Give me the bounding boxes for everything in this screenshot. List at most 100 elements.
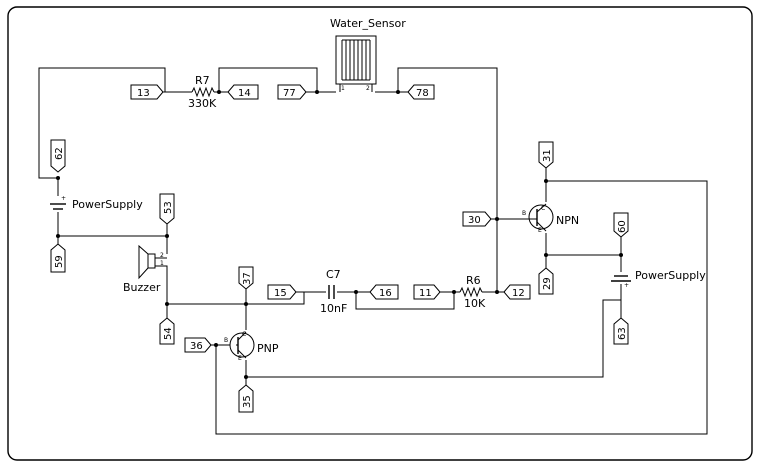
r6-value: 10K	[464, 297, 486, 310]
junction-dot	[56, 176, 60, 180]
net-tag-29[interactable]: 29	[538, 267, 554, 295]
junction-dot	[619, 253, 623, 257]
net-tag-77-text: 77	[283, 88, 296, 99]
c7-ref: C7	[326, 268, 341, 281]
r6-zigzag	[459, 286, 483, 298]
net-tag-16[interactable]: 16	[369, 284, 399, 300]
net-tag-62-text: 62	[54, 147, 65, 160]
water-sensor-label: Water_Sensor	[330, 17, 406, 30]
r6-ref: R6	[466, 274, 481, 287]
net-tag-78[interactable]: 78	[407, 84, 435, 100]
pnp-pin-c: C	[242, 331, 246, 338]
junction-dot	[396, 90, 400, 94]
junctions	[56, 90, 623, 379]
net-tag-54[interactable]: 54	[159, 317, 175, 345]
junction-dot	[544, 253, 548, 257]
junction-dot	[165, 234, 169, 238]
wire-pnp-psu	[246, 299, 621, 378]
capacitor-c7[interactable]: C7 10nF	[320, 268, 347, 315]
r7-value: 330K	[188, 97, 217, 110]
net-tag-63-text: 63	[617, 327, 628, 340]
net-tag-16-text: 16	[379, 288, 392, 299]
junction-dot	[56, 234, 60, 238]
junction-dot	[165, 302, 169, 306]
npn-pin-b: B	[522, 210, 526, 217]
c7-value: 10nF	[320, 302, 347, 315]
net-tag-31[interactable]: 31	[538, 141, 554, 169]
buzzer-pin-1: 1	[160, 260, 164, 267]
wire-buzzer-pnp	[160, 265, 267, 305]
transistor-npn[interactable]: B C E NPN	[522, 203, 579, 234]
resistor-r6[interactable]: R6 10K	[459, 274, 486, 310]
net-tag-36[interactable]: 36	[184, 337, 212, 353]
net-tag-30[interactable]: 30	[462, 211, 492, 227]
junction-dot	[354, 290, 358, 294]
wire-r7-sensor	[218, 67, 318, 92]
net-tag-15[interactable]: 15	[267, 284, 297, 300]
net-tag-78-text: 78	[416, 88, 429, 99]
net-tag-63[interactable]: 63	[613, 317, 629, 345]
r7-ref: R7	[195, 74, 210, 87]
net-tag-35-text: 35	[242, 395, 253, 408]
net-tag-14-text: 14	[238, 88, 251, 99]
net-tag-36-text: 36	[190, 341, 203, 352]
psu-right-plus: +	[624, 282, 629, 289]
net-tag-29-text: 29	[542, 277, 553, 290]
net-tag-30-text: 30	[468, 215, 481, 226]
power-supply-left[interactable]: + PowerSupply	[50, 195, 143, 211]
net-tag-12-text: 12	[512, 288, 525, 299]
net-tag-12[interactable]: 12	[503, 284, 531, 300]
psu-right-label: PowerSupply	[635, 269, 706, 282]
wire-npn-emitter	[545, 233, 621, 256]
pin-1-label: 1	[341, 85, 345, 92]
junction-dot	[495, 217, 499, 221]
net-tag-53[interactable]: 53	[159, 193, 175, 225]
net-tag-14[interactable]: 14	[227, 84, 259, 100]
net-tag-54-text: 54	[163, 327, 174, 340]
npn-pin-c: C	[541, 205, 545, 212]
net-tag-60-text: 60	[617, 220, 628, 233]
net-tag-59-text: 59	[54, 255, 65, 268]
net-tag-60[interactable]: 60	[613, 212, 629, 238]
junction-dot	[214, 343, 218, 347]
npn-label: NPN	[556, 214, 579, 227]
net-tag-37-text: 37	[242, 272, 253, 285]
buzzer-pin-2: 2	[160, 252, 164, 259]
power-supply-right[interactable]: + PowerSupply	[611, 269, 706, 289]
resistor-r7[interactable]: R7 330K	[188, 74, 217, 110]
net-tags: 13 14 77 78 15 16 11 12	[50, 84, 629, 413]
wire-sensor-78-right	[375, 67, 498, 255]
transistor-pnp[interactable]: B C E PNP	[224, 331, 279, 362]
npn-pin-e: E	[538, 227, 542, 234]
water-sensor[interactable]: Water_Sensor 1 2	[330, 17, 406, 92]
junction-dot	[244, 302, 248, 306]
pnp-pin-b: B	[224, 337, 228, 344]
net-tag-53-text: 53	[163, 201, 174, 214]
junction-dot	[495, 290, 499, 294]
net-tag-11[interactable]: 11	[413, 284, 441, 300]
pnp-pin-e: E	[238, 355, 242, 362]
net-tag-15-text: 15	[274, 288, 287, 299]
junction-dot	[244, 375, 248, 379]
buzzer-label: Buzzer	[123, 281, 161, 294]
wire-c7-loop	[355, 292, 455, 310]
net-tag-31-text: 31	[542, 149, 553, 162]
net-tag-37[interactable]: 37	[238, 266, 254, 290]
junction-dot	[217, 90, 221, 94]
junction-dot	[544, 179, 548, 183]
net-tag-59[interactable]: 59	[50, 243, 66, 273]
buzzer[interactable]: 2 1 Buzzer	[123, 244, 167, 294]
water-sensor-body	[335, 35, 377, 85]
net-tag-35[interactable]: 35	[238, 384, 254, 413]
pin-2-label: 2	[366, 85, 370, 92]
sheet-border	[7, 6, 753, 461]
wire-outer-loop	[215, 180, 708, 435]
net-tag-13[interactable]: 13	[130, 84, 164, 100]
net-tag-77[interactable]: 77	[277, 84, 307, 100]
junction-dot	[452, 290, 456, 294]
psu-left-label: PowerSupply	[72, 198, 143, 211]
r7-zigzag	[191, 86, 215, 98]
wire-15	[246, 291, 305, 305]
net-tag-62[interactable]: 62	[50, 139, 66, 173]
